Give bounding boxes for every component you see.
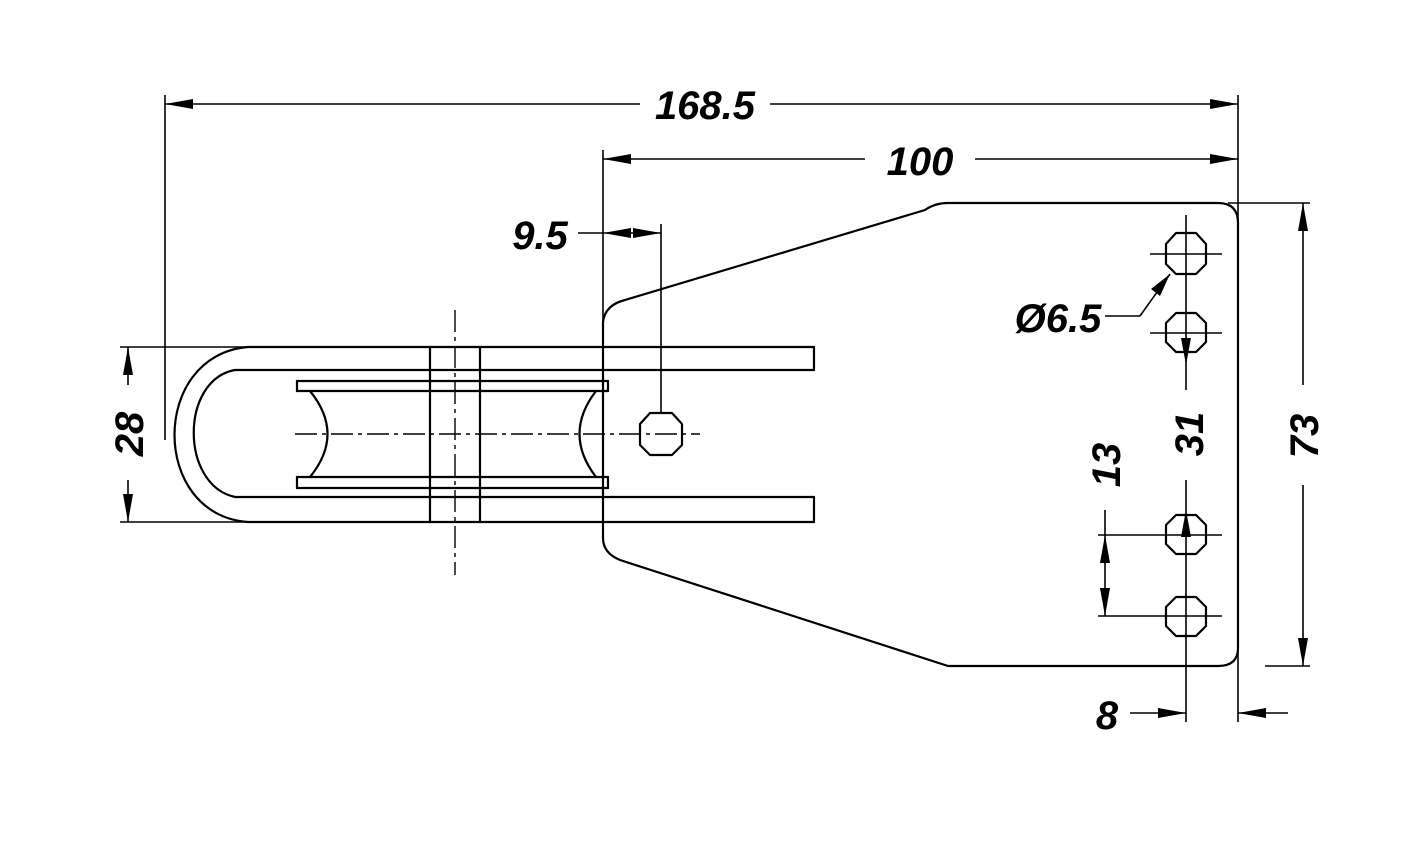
dim-hole-edge-offset: 8 <box>1096 694 1288 738</box>
dim-hole-spacing-large: 31 <box>1168 338 1212 537</box>
extension-lines <box>120 95 1310 722</box>
dim-hole-spacing-small-label: 13 <box>1085 443 1129 488</box>
dim-hole-diameter-label: Ø6.5 <box>1015 297 1102 341</box>
dim-plate-length-label: 100 <box>887 140 954 184</box>
dim-overall-length-label: 168.5 <box>655 84 756 128</box>
dim-plate-length: 100 <box>603 140 1238 184</box>
dim-hole-edge-offset-label: 8 <box>1096 694 1119 738</box>
dim-pivot-offset-label: 9.5 <box>512 214 568 258</box>
mounting-hole-2 <box>1164 311 1208 354</box>
sheave <box>295 379 610 490</box>
dim-overall-length: 168.5 <box>165 84 1238 128</box>
dim-pivot-offset: 9.5 <box>512 214 661 258</box>
dim-sheave-width-label: 28 <box>108 411 152 457</box>
pivot-hole <box>638 411 684 457</box>
dim-hole-spacing-small: 13 <box>1085 443 1129 616</box>
fork-bracket <box>173 345 816 524</box>
mounting-hole-1 <box>1164 231 1208 276</box>
dim-hole-diameter: Ø6.5 <box>1015 273 1171 341</box>
dim-sheave-width: 28 <box>108 347 152 522</box>
dim-hole-spacing-large-label: 31 <box>1168 412 1212 457</box>
mounting-hole-3 <box>1164 513 1208 556</box>
dim-plate-height: 73 <box>1283 203 1327 666</box>
mounting-holes <box>1164 231 1208 638</box>
mounting-hole-4 <box>1164 595 1208 638</box>
hole-centerlines <box>1098 215 1222 722</box>
dim-plate-height-label: 73 <box>1283 414 1327 459</box>
